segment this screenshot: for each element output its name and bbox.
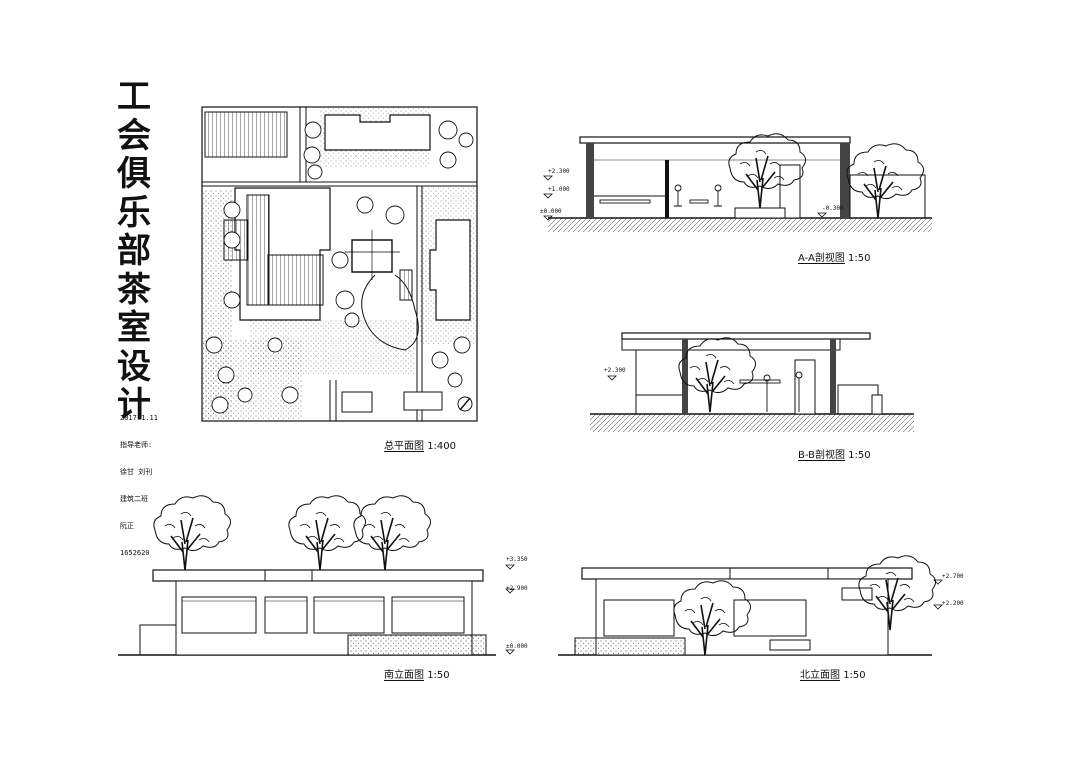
level-label: +3.350 (506, 556, 528, 563)
level-label: +2.900 (506, 585, 528, 592)
title-char: 乐 (117, 192, 151, 233)
level-label: +2.700 (942, 573, 964, 580)
meta-author: 阮正 (120, 522, 134, 530)
level-markers (505, 175, 943, 655)
title-char: 会 (117, 115, 151, 156)
title-char: 茶 (117, 269, 151, 310)
title-char: 工 (117, 77, 151, 117)
meta-class: 建筑二班 (120, 495, 148, 503)
meta-student-id: 1652620 (120, 549, 150, 557)
level-label: -0.300 (822, 205, 844, 212)
level-label: ±0.000 (506, 643, 528, 650)
author-info-block: 2017.1.11 指导老师: 徐甘 刘刊 建筑二班 阮正 1652620 (120, 396, 158, 576)
south-elevation (118, 494, 496, 656)
north-elevation (558, 554, 937, 656)
title-char: 部 (117, 231, 151, 271)
meta-advisor-label: 指导老师: (120, 441, 153, 449)
site-plan (201, 106, 478, 422)
section-aa-caption: A-A剖视图 1:50 (798, 253, 871, 264)
level-label: +2.300 (548, 168, 570, 175)
level-label: +2.200 (942, 600, 964, 607)
meta-date: 2017.1.11 (120, 414, 158, 422)
site-plan-caption: 总平面图 1:400 (384, 441, 457, 452)
title-char: 设 (117, 346, 151, 387)
section-aa (548, 132, 932, 232)
section-bb (590, 332, 914, 432)
section-bb-caption: B-B剖视图 1:50 (798, 450, 871, 461)
level-label: +2.300 (604, 367, 626, 374)
north-elevation-caption: 北立面图 1:50 (800, 670, 866, 681)
title-char: 俱 (117, 154, 151, 194)
meta-advisors: 徐甘 刘刊 (120, 468, 153, 476)
title-char: 室 (117, 308, 151, 348)
level-label: +1.000 (548, 186, 570, 193)
south-elevation-caption: 南立面图 1:50 (384, 670, 450, 681)
title-char: 计 (117, 385, 151, 425)
level-label: ±0.000 (540, 208, 562, 215)
sheet-title: 工 会 俱 乐 部 茶 室 设 计 (114, 78, 154, 425)
